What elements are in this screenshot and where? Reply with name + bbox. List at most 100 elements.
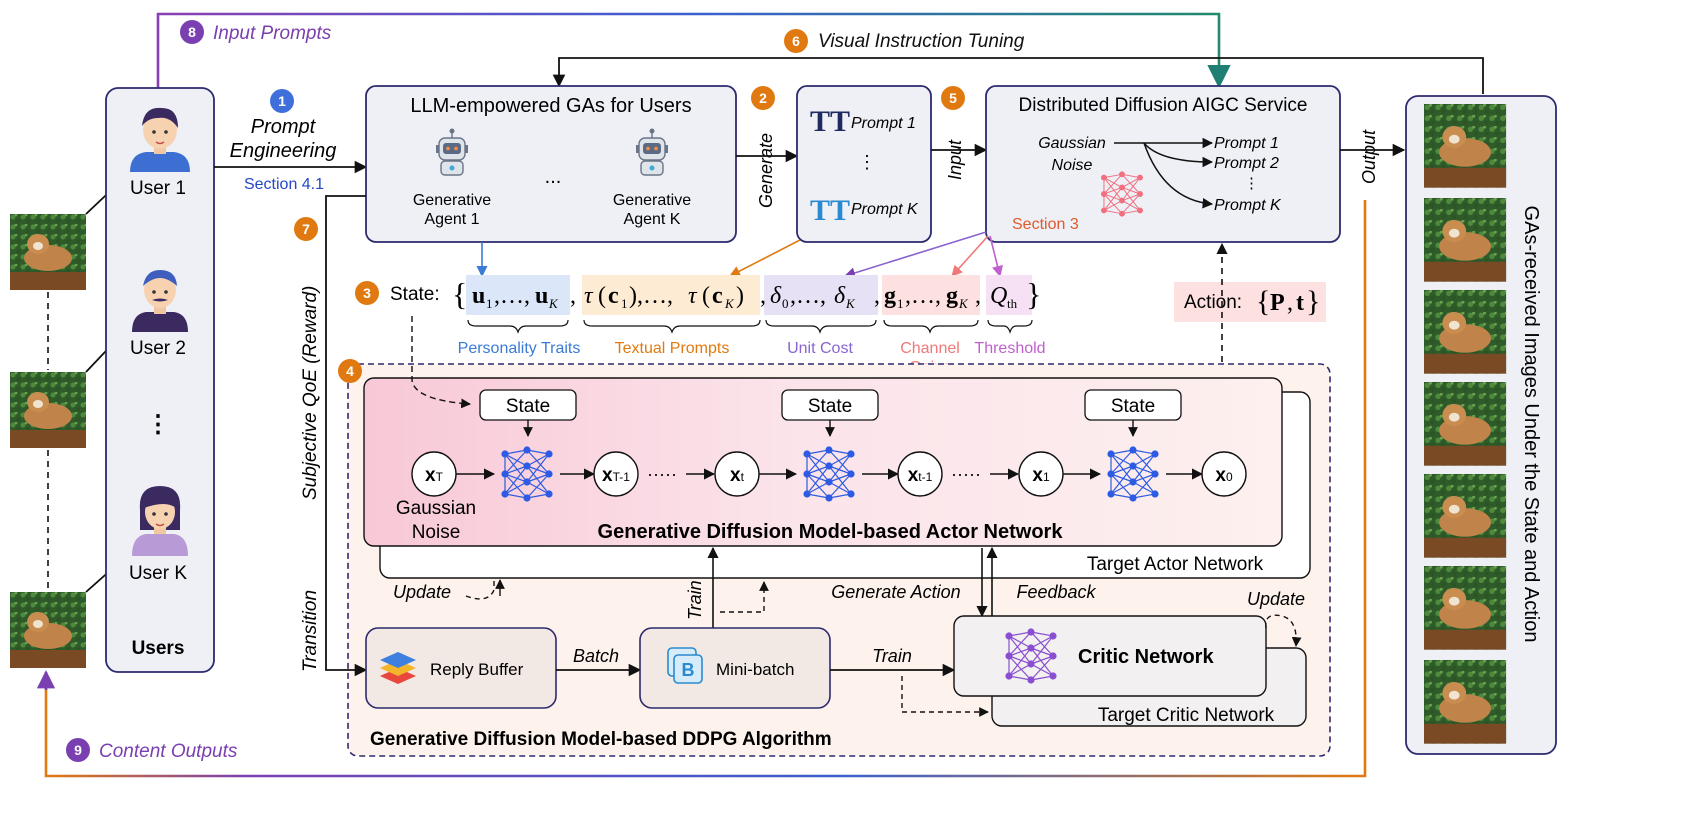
svg-text:c: c <box>608 283 619 309</box>
channel-gains-line1: Channel <box>900 340 960 357</box>
brace-threshold <box>987 319 1033 334</box>
aigc-prompt-2: Prompt 2 <box>1214 155 1279 172</box>
node-xT-1-label: xT-1 <box>602 465 630 486</box>
badge-4 <box>338 359 362 383</box>
received-image-6 <box>1424 566 1507 650</box>
node-xt-1 <box>897 451 943 497</box>
svg-text:τ: τ <box>584 283 594 309</box>
svg-text:{: { <box>1256 285 1270 318</box>
badge-5 <box>941 86 965 110</box>
gas-title: LLM-empowered GAs for Users <box>410 95 691 117</box>
channel-highlight <box>882 275 980 315</box>
received-image-2 <box>1424 198 1507 282</box>
critic-train-dashed <box>901 676 989 717</box>
svg-text:g: g <box>884 283 896 309</box>
user-1-avatar <box>130 107 190 172</box>
user-2-avatar <box>132 270 188 332</box>
svg-text:}: } <box>1306 285 1320 318</box>
state-arrow-textual <box>729 239 801 277</box>
user-image-1 <box>10 214 86 290</box>
svg-text:c: c <box>712 283 723 309</box>
brace-channel <box>883 319 979 334</box>
svg-text:K: K <box>845 296 856 311</box>
brace-textual <box>583 319 761 334</box>
svg-text:P: P <box>1270 290 1285 316</box>
svg-text:u: u <box>535 283 548 309</box>
actor-title: Generative Diffusion Model-based Actor N… <box>598 521 1064 543</box>
node-xT-1 <box>593 451 639 497</box>
target-critic-label: Target Critic Network <box>1098 705 1275 726</box>
prompts-box <box>796 85 932 243</box>
svg-text:B: B <box>682 660 695 680</box>
received-images-caption: GAs-received Images Under the State and … <box>1520 206 1542 643</box>
svg-text:K: K <box>548 296 559 311</box>
threshold-highlight <box>986 275 1032 315</box>
state-arrow-threshold <box>989 235 1003 278</box>
generate-action-label: Generate Action <box>831 582 960 602</box>
user-k-avatar <box>132 486 188 556</box>
personality-highlight <box>466 275 570 315</box>
chain-dots-2: ····· <box>951 464 981 484</box>
actor-state-label-2: State <box>808 396 852 417</box>
critic-label: Critic Network <box>1078 646 1214 668</box>
chain-dots-1: ····· <box>647 464 677 484</box>
svg-text:1: 1 <box>897 296 904 311</box>
badge-1-label: 1 <box>278 93 286 109</box>
node-x0-label: x0 <box>1215 465 1233 486</box>
actor-update-label: Update <box>393 582 451 602</box>
received-image-4 <box>1424 382 1507 466</box>
svg-text:{: { <box>452 276 467 312</box>
brace-unitcost <box>765 319 877 334</box>
action-label: Action: <box>1184 292 1242 313</box>
actor-gaussian-line1: Gaussian <box>396 498 476 519</box>
target-actor-label: Target Actor Network <box>1087 554 1264 575</box>
user-image-k <box>10 592 86 668</box>
svg-text:Q: Q <box>990 283 1007 309</box>
prompts-dots: ⋮ <box>858 152 876 172</box>
user-2-label: User 2 <box>130 338 186 359</box>
badge-8-label: 8 <box>188 24 196 40</box>
brace-personality <box>467 319 569 334</box>
state-to-actor-dashed <box>411 316 471 409</box>
actor-train-dashed <box>720 581 769 613</box>
mini-batch-label: Mini-batch <box>716 660 794 679</box>
prompt-k-icon: TT <box>810 194 850 227</box>
badge-7 <box>294 217 318 241</box>
visual-instruction-tuning-label: Visual Instruction Tuning <box>818 31 1025 52</box>
badge-9 <box>66 738 90 762</box>
svg-text:u: u <box>472 283 485 309</box>
badge-7-label: 7 <box>302 221 310 237</box>
svg-text:K: K <box>958 296 969 311</box>
svg-text:0: 0 <box>782 296 789 311</box>
aigc-arrow-pk <box>1143 142 1214 209</box>
received-image-3 <box>1424 290 1507 374</box>
aigc-prompt-k: Prompt K <box>1214 197 1282 214</box>
svg-text:1: 1 <box>486 296 493 311</box>
content-outputs-line <box>44 200 1367 778</box>
prompt-1-label: Prompt 1 <box>851 115 916 132</box>
textual-highlight <box>582 275 760 315</box>
state-arrow-channel <box>951 235 989 277</box>
user-image-2 <box>10 372 86 448</box>
critic-train-label: Train <box>872 646 912 666</box>
ddpg-title: Generative Diffusion Model-based DDPG Al… <box>370 729 832 750</box>
users-title: Users <box>132 638 185 659</box>
badge-2-label: 2 <box>759 90 767 106</box>
aigc-gaussian-line2: Noise <box>1052 157 1093 174</box>
critic-update-label: Update <box>1247 589 1305 609</box>
input-label: Input <box>945 139 965 180</box>
feedback-label: Feedback <box>1016 582 1096 602</box>
svg-text:,: , <box>1287 290 1293 316</box>
badge-1 <box>270 89 294 113</box>
svg-text:,…,: ,…, <box>790 283 826 309</box>
action-formula: { P , t } <box>1256 285 1320 318</box>
aigc-arrow-p2 <box>1143 142 1214 168</box>
actor-update-dashed <box>465 580 495 600</box>
node-xT-label: xT <box>425 465 444 486</box>
svg-text:δ: δ <box>770 283 782 309</box>
svg-text:,: , <box>975 283 981 309</box>
badge-3 <box>355 281 379 305</box>
badge-5-label: 5 <box>949 90 957 106</box>
svg-text:,: , <box>760 283 766 309</box>
prompt-engineering-line1: Prompt <box>251 116 317 138</box>
